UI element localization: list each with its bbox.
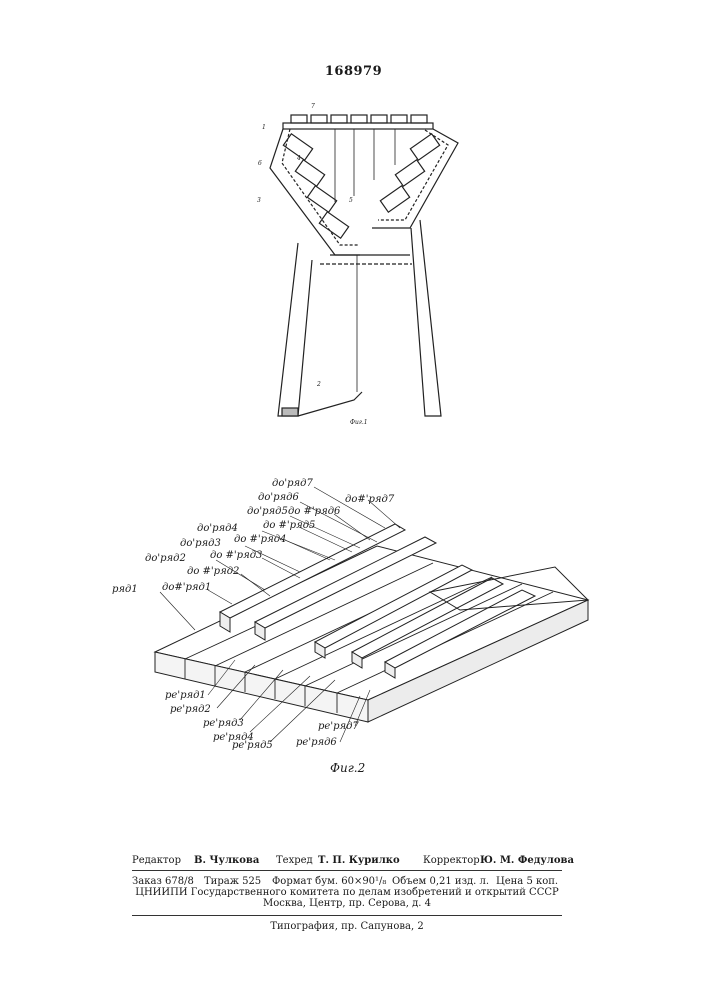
label-do-row5: до'ряд5	[247, 506, 288, 517]
editor-label: Редактор	[132, 855, 181, 866]
institute: ЦНИИПИ Государственного комитета по дела…	[132, 887, 562, 898]
label-do-sharp-row4: до #'ряд4	[234, 534, 286, 545]
print-run: Тираж 525	[204, 876, 261, 887]
order-number: Заказ 678/8	[132, 876, 194, 887]
label-do-sharp-row2: до #'ряд2	[187, 566, 239, 577]
editor-name: В. Чулкова	[194, 855, 259, 866]
label-do-sharp-row7: до#'ряд7	[345, 494, 395, 505]
label-do-sharp-row1: до#'ряд1	[162, 582, 211, 593]
label-re-row2: ре'ряд2	[170, 704, 211, 715]
label-re-row7: ре'ряд7	[318, 721, 359, 732]
figure-2-caption: Фиг.2	[330, 761, 365, 775]
label-do-row7: до'ряд7	[272, 478, 313, 489]
label-do-row2: до'ряд2	[145, 553, 186, 564]
address: Москва, Центр, пр. Серова, д. 4	[132, 898, 562, 909]
corrector-name: Ю. М. Федулова	[480, 855, 574, 866]
price: Цена 5 коп.	[496, 876, 558, 887]
paper-format: Формат бум. 60×90¹/₈	[272, 876, 386, 887]
label-do-row6: до'ряд6	[258, 492, 299, 503]
divider-bottom	[132, 915, 562, 916]
label-re-row5: ре'ряд5	[232, 740, 273, 751]
label-do-row3: до'ряд3	[180, 538, 221, 549]
corrector-label: Корректор	[423, 855, 480, 866]
imprint-block: Заказ 678/8 Тираж 525 Формат бум. 60×90¹…	[132, 876, 562, 909]
label-do-sharp-row5: до #'ряд5	[263, 520, 315, 531]
divider-top	[132, 870, 562, 871]
techred-label: Техред	[276, 855, 313, 866]
label-do-sharp-row3: до #'ряд3	[210, 550, 262, 561]
label-re-row6: ре'ряд6	[296, 737, 337, 748]
label-do-row4: до'ряд4	[197, 523, 238, 534]
label-do-sharp-row6: до #'ряд6	[288, 506, 341, 517]
label-re-row1: ре'ряд1	[165, 690, 206, 701]
volume: Объем 0,21 изд. л.	[392, 876, 489, 887]
techred-name: Т. П. Курилко	[318, 855, 400, 866]
label-row1: ряд1	[112, 584, 138, 595]
label-re-row3: ре'ряд3	[203, 718, 244, 729]
printer-line: Типография, пр. Сапунова, 2	[132, 921, 562, 932]
